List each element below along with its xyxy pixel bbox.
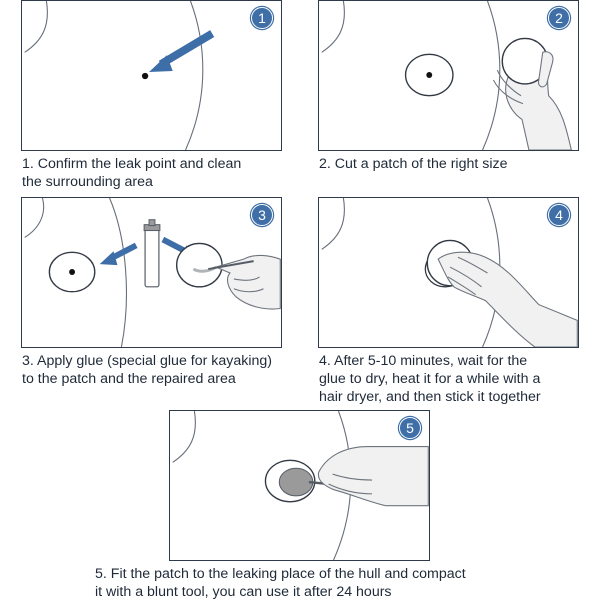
step-badge: 2 (548, 7, 570, 29)
pressed-area (278, 467, 314, 497)
hand-icon (437, 251, 578, 347)
step-2-caption: 2. Cut a patch of the right size (319, 155, 507, 173)
step-5-illustration (172, 411, 429, 560)
caption-line: 3. Apply glue (special glue for kayaking… (22, 353, 272, 369)
hull-edge-line (321, 1, 345, 53)
hull-edge-line (321, 198, 345, 250)
leak-point (69, 269, 76, 275)
hull-edge-line (172, 411, 196, 463)
leak-point (141, 72, 149, 80)
step-1-illustration (24, 1, 215, 150)
hull-edge-line (24, 1, 48, 53)
glue-tube-icon (143, 219, 161, 288)
step-5-caption: 5. Fit the patch to the leaking place of… (95, 565, 466, 601)
caption-line: hair dryer, and then stick it together (319, 389, 541, 405)
hull-curve-line (482, 1, 501, 150)
hand-fingers (537, 51, 554, 88)
caption-line: 2. Cut a patch of the right size (319, 156, 508, 172)
caption-line: it with a blunt tool, you can use it aft… (95, 584, 392, 600)
step-3-panel: 3 (21, 197, 282, 348)
step-1-caption: 1. Confirm the leak point and clean the … (22, 155, 241, 191)
hand-icon (214, 254, 281, 310)
hull-curve-line (109, 198, 127, 347)
caption-line: to the patch and the repaired area (22, 371, 236, 387)
caption-line: 5. Fit the patch to the leaking place of… (95, 566, 466, 582)
arrow-icon (149, 30, 215, 73)
caption-line: 1. Confirm the leak point and clean (22, 156, 242, 172)
step-2-panel: 2 (318, 0, 579, 151)
patch-icon (175, 242, 223, 288)
caption-line: the surrounding area (22, 174, 153, 190)
step-2-illustration (321, 1, 572, 150)
step-badge: 4 (548, 204, 570, 226)
step-3-caption: 3. Apply glue (special glue for kayaking… (22, 352, 272, 388)
step-5-panel: 5 (169, 410, 430, 561)
step-1-panel: 1 (21, 0, 282, 151)
hand-icon (317, 445, 429, 507)
step-4-caption: 4. After 5-10 minutes, wait for the glue… (319, 352, 541, 406)
step-badge: 1 (251, 7, 273, 29)
step-4-illustration (321, 198, 578, 347)
caption-line: 4. After 5-10 minutes, wait for the (319, 353, 528, 369)
hull-curve-line (185, 1, 204, 150)
step-badge: 3 (251, 204, 273, 226)
step-3-illustration (24, 198, 281, 347)
tool-icon (208, 260, 254, 271)
caption-line: glue to dry, heat it for a while with a (319, 371, 541, 387)
arrow-icon (99, 242, 138, 266)
step-4-panel: 4 (318, 197, 579, 348)
step-badge: 5 (399, 417, 421, 439)
leak-point (426, 72, 433, 78)
hull-edge-line (24, 198, 45, 238)
